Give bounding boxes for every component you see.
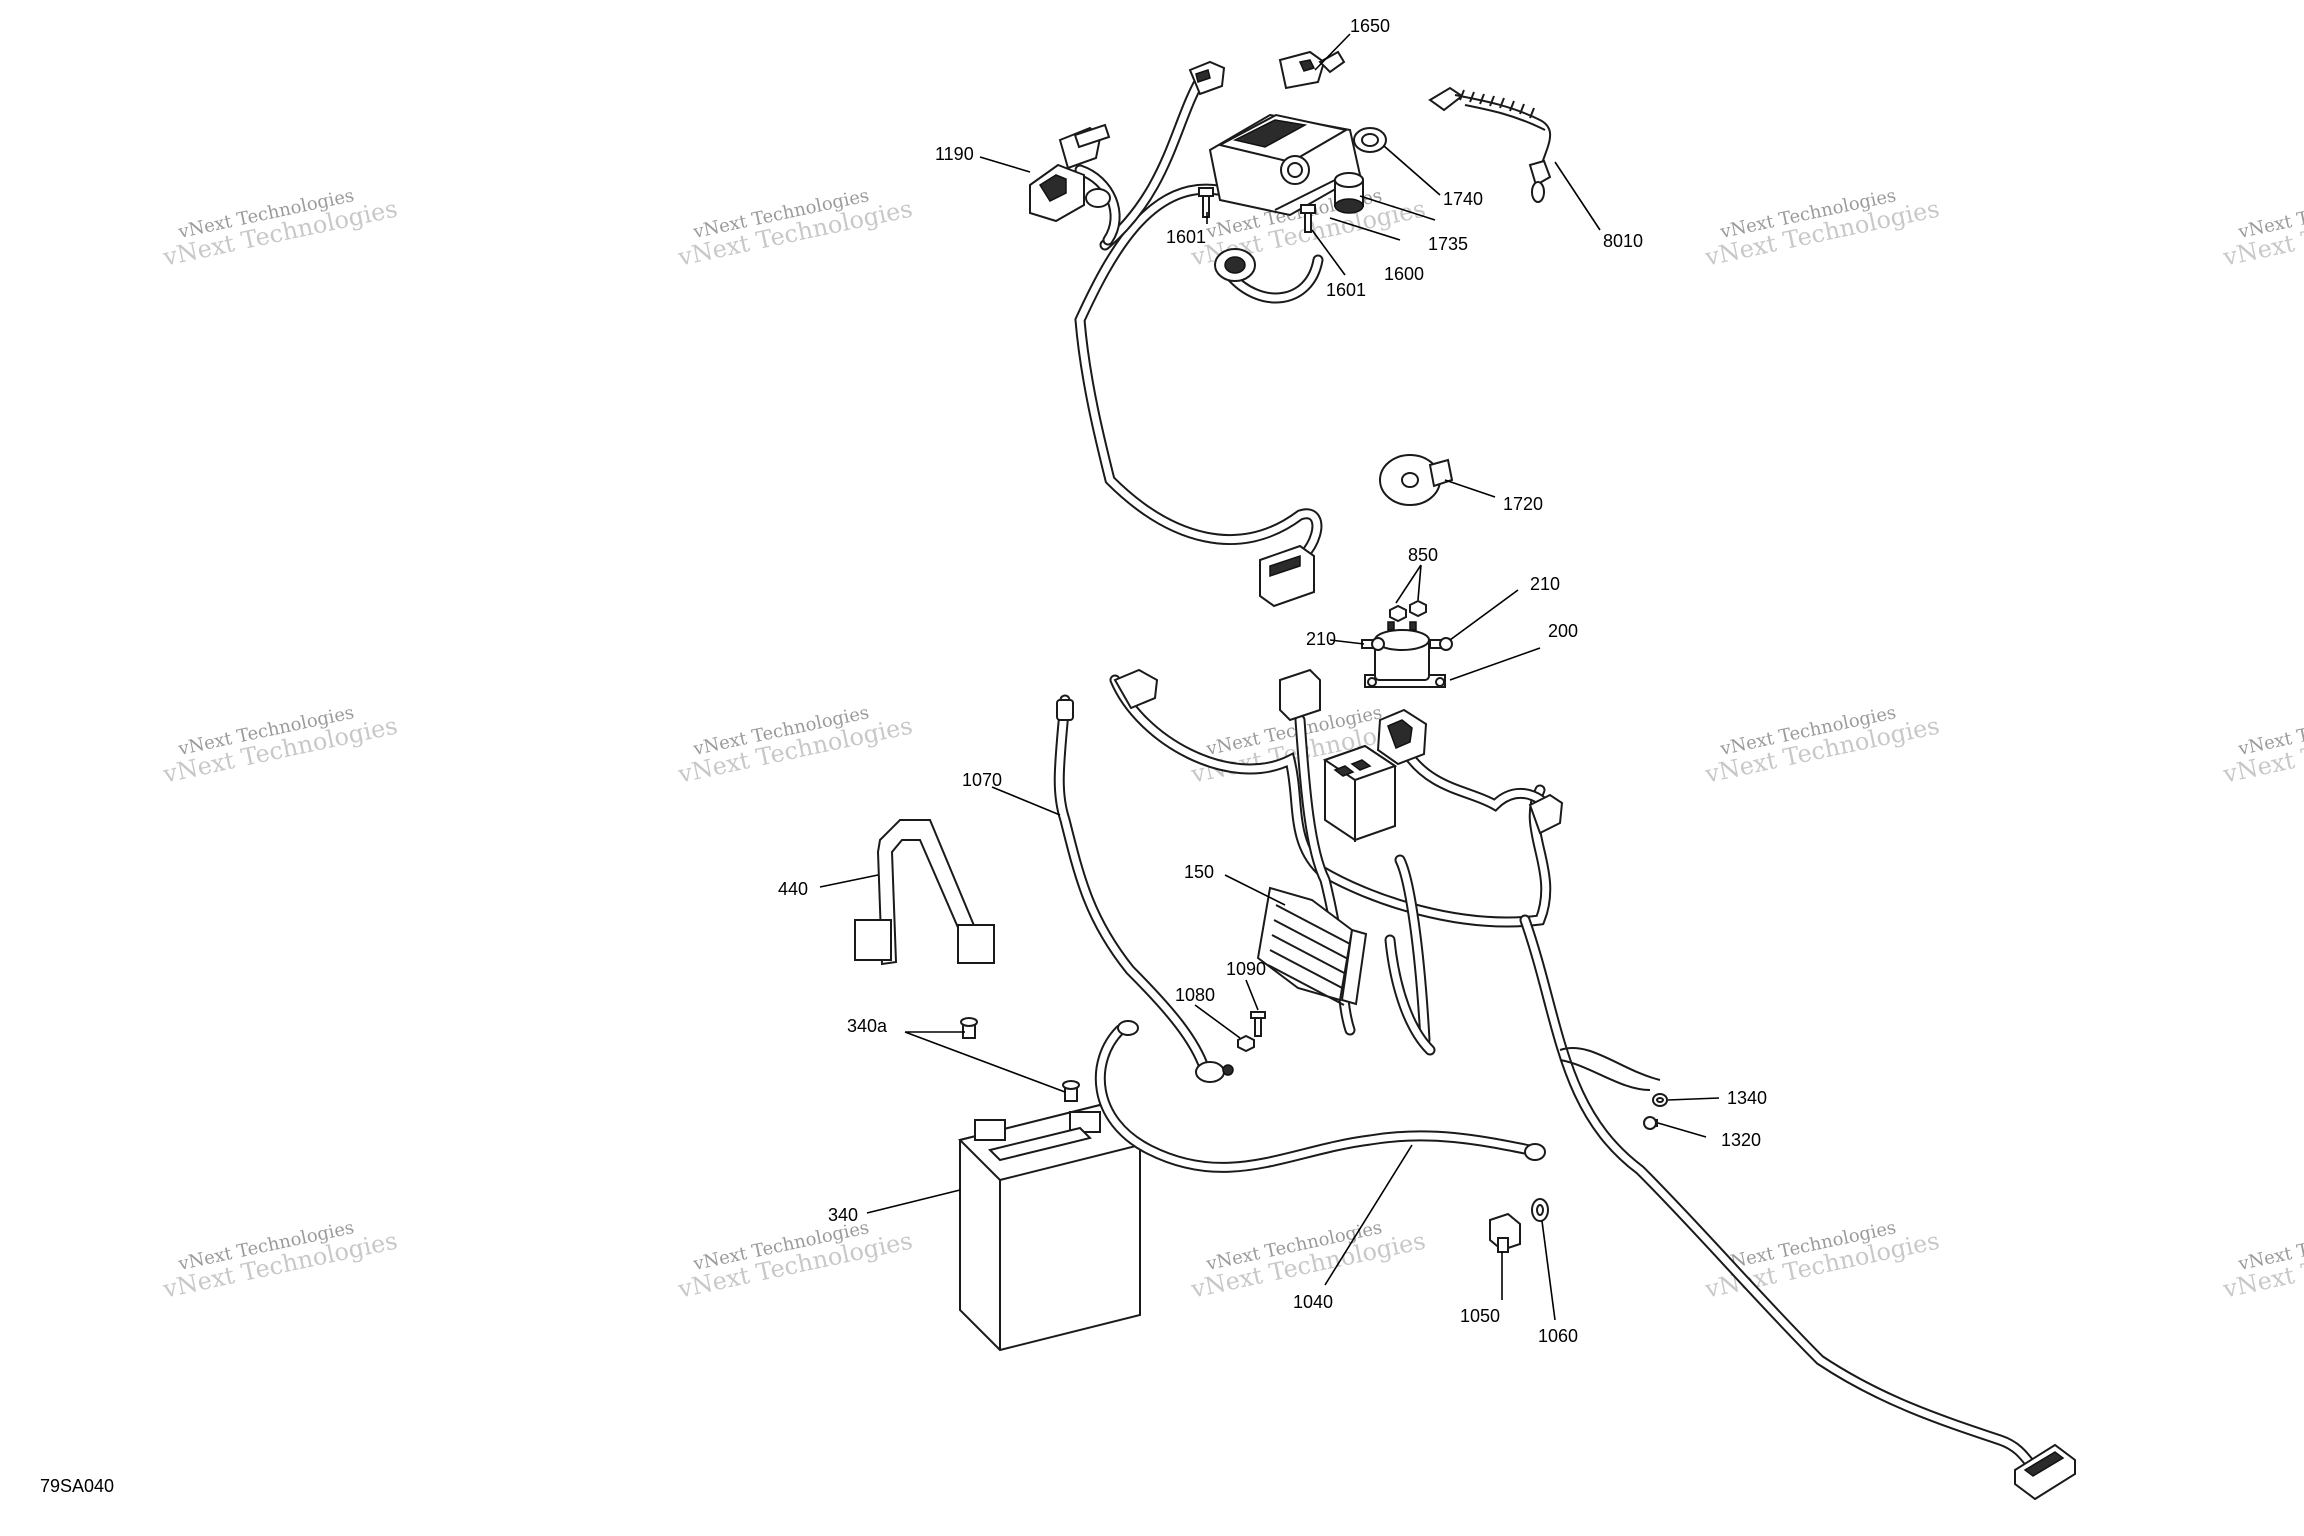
part-200-solenoid[interactable]: [1364, 621, 1446, 688]
part-1050-bolt[interactable]: [1489, 1212, 1521, 1253]
watermark: vNext Technologies vNext Technologies: [675, 185, 915, 272]
part-1070-cable[interactable]: [1053, 694, 1234, 1083]
part-850-nut-left[interactable]: [1389, 604, 1407, 623]
part-150-voltage-regulator[interactable]: [1256, 886, 1368, 1006]
callout-1740: 1740: [1443, 189, 1483, 209]
watermark: vNext Technologies vNext Technologies: [1702, 702, 1942, 789]
callout-1050: 1050: [1460, 1306, 1500, 1326]
part-1650-connector[interactable]: [1278, 50, 1346, 90]
callout-150: 150: [1184, 862, 1214, 882]
callout-8010: 8010: [1603, 231, 1643, 251]
part-1720-cap[interactable]: [1379, 454, 1454, 506]
callout-1340: 1340: [1727, 1088, 1767, 1108]
watermark: vNext Technologies vNext Technologies: [2220, 1217, 2304, 1304]
part-440-battery-strap[interactable]: [854, 819, 995, 966]
harness-connector-side: [1113, 668, 1159, 710]
watermark: vNext Technologies vNext Technologies: [1702, 185, 1942, 272]
watermark: vNext Technologies vNext Technologies: [1188, 1217, 1428, 1304]
diagram-reference-code: 79SA040: [40, 1476, 114, 1496]
callout-1190: 1190: [935, 144, 974, 164]
part-210-bolt-left[interactable]: [1361, 637, 1385, 651]
callout-1320: 1320: [1721, 1130, 1761, 1150]
harness-connector-relay: [1376, 708, 1428, 766]
harness-connector-mid: [1279, 668, 1321, 722]
fuse-relay-box: [1322, 744, 1398, 842]
callout-labels: 1650 1190 1601 1601 1600 1735 1740 8010 …: [778, 16, 1767, 1346]
callout-1735: 1735: [1428, 234, 1468, 254]
watermark: vNext Technologies vNext Technologies: [1702, 1217, 1942, 1304]
callout-1040: 1040: [1293, 1292, 1333, 1312]
part-1601-screw-right[interactable]: [1300, 204, 1316, 233]
leader-lines: [819, 33, 1720, 1321]
part-8010-tether-cord[interactable]: [1428, 86, 1552, 203]
watermark: vNext Technologies vNext Technologies: [160, 1217, 400, 1304]
callout-200: 200: [1548, 621, 1578, 641]
watermark: vNext Technologies vNext Technologies: [2220, 702, 2304, 789]
part-850-nut-right[interactable]: [1409, 599, 1427, 618]
harness-end-connector: [2014, 1443, 2076, 1501]
callout-1070: 1070: [962, 770, 1002, 790]
gauge-sensor: [1214, 248, 1256, 282]
callout-1720: 1720: [1503, 494, 1543, 514]
part-1601-screw-left[interactable]: [1198, 187, 1214, 218]
part-1320-screw[interactable]: [1643, 1116, 1658, 1130]
callout-1650: 1650: [1350, 16, 1390, 36]
callout-1601-left: 1601: [1166, 227, 1206, 247]
part-1090-bolt[interactable]: [1250, 1011, 1266, 1037]
main-wiring-harness: [1074, 69, 2056, 1486]
part-1740-grommet[interactable]: [1353, 127, 1387, 153]
callout-1080: 1080: [1175, 985, 1215, 1005]
harness-connector-top: [1188, 60, 1226, 96]
callout-1601-right: 1601: [1326, 280, 1366, 300]
callout-210-right: 210: [1530, 574, 1560, 594]
part-1060-washer[interactable]: [1531, 1198, 1549, 1222]
callout-1060: 1060: [1538, 1326, 1578, 1346]
part-340-battery[interactable]: [958, 1103, 1142, 1352]
callout-340a: 340a: [847, 1016, 888, 1036]
watermark: vNext Technologies vNext Technologies: [675, 702, 915, 789]
callout-340: 340: [828, 1205, 858, 1225]
part-340a-bolt-lower[interactable]: [1062, 1080, 1080, 1102]
callout-210-left: 210: [1306, 629, 1336, 649]
watermark: vNext Technologies vNext Technologies: [160, 185, 400, 272]
harness-connector-right: [1528, 793, 1564, 835]
callout-1090: 1090: [1226, 959, 1266, 979]
part-1190-sensor[interactable]: [1029, 123, 1111, 223]
callout-440: 440: [778, 879, 808, 899]
part-1040-battery-cable[interactable]: [1094, 1020, 1546, 1173]
callout-850: 850: [1408, 545, 1438, 565]
part-1080-nut[interactable]: [1237, 1034, 1255, 1053]
part-340a-bolt-top[interactable]: [960, 1017, 978, 1039]
watermark: vNext Technologies vNext Technologies: [2220, 185, 2304, 272]
part-1735-switch[interactable]: [1334, 172, 1364, 214]
watermark-grid: vNext Technologies vNext Technologies vN…: [160, 185, 2304, 1304]
watermark: vNext Technologies vNext Technologies: [160, 702, 400, 789]
harness-connector-left: [1259, 544, 1315, 608]
watermark: vNext Technologies vNext Technologies: [675, 1217, 915, 1304]
part-1340-washer[interactable]: [1652, 1093, 1668, 1107]
callout-1600: 1600: [1384, 264, 1424, 284]
part-210-bolt-right[interactable]: [1429, 637, 1453, 651]
